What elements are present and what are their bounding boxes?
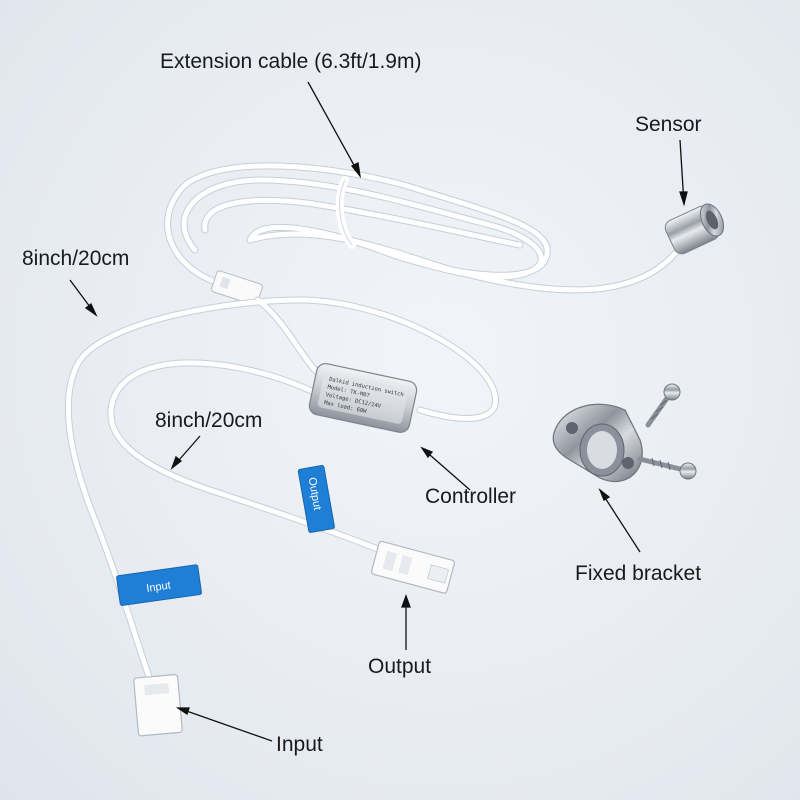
extension-cable — [164, 162, 694, 294]
extension-connector — [211, 270, 263, 306]
input-label: Input — [276, 733, 323, 756]
pointer-arrows — [69, 81, 688, 742]
input-connector — [133, 674, 183, 737]
left-length-label: 8inch/20cm — [22, 247, 130, 270]
input-tape: Input — [116, 564, 202, 606]
fixed-bracket — [552, 403, 643, 483]
output-connector — [370, 540, 455, 594]
lead-cables — [64, 296, 499, 684]
input-tape-text: Input — [146, 580, 172, 595]
sensor-label: Sensor — [635, 113, 702, 136]
controller-label: Controller — [425, 485, 517, 508]
fixed-bracket-label: Fixed bracket — [575, 562, 702, 585]
output-tape-text: Output — [306, 476, 324, 511]
middle-length-label: 8inch/20cm — [155, 409, 263, 432]
sensor-head — [664, 203, 725, 255]
controller-box: Dalkid induction switch Model: TK-M07 Vo… — [308, 363, 418, 433]
output-label: Output — [368, 655, 432, 678]
output-tape: Output — [297, 465, 335, 533]
extension-cable-label: Extension cable (6.3ft/1.9m) — [160, 50, 422, 73]
screw-bottom — [637, 456, 697, 480]
screw-top — [645, 383, 681, 428]
